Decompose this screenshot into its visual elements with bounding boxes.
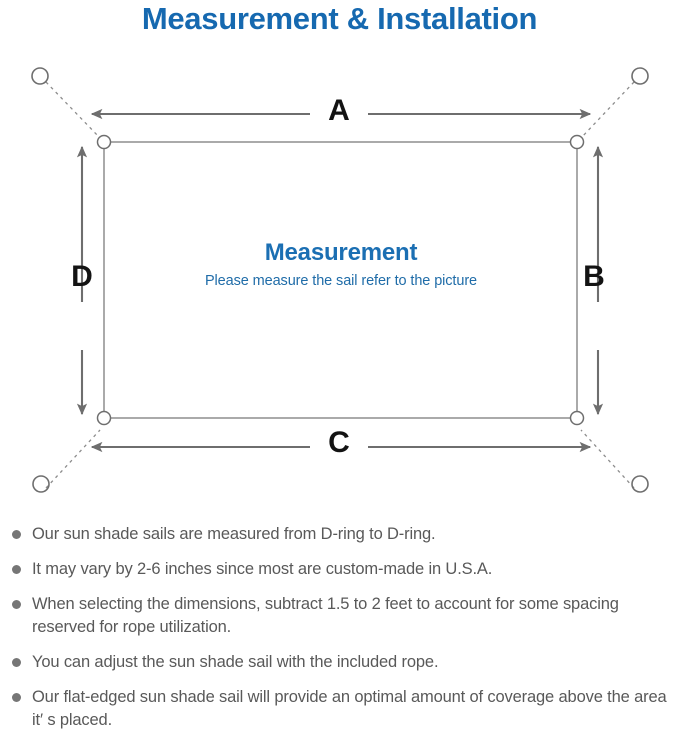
list-item: You can adjust the sun shade sail with t… <box>0 651 679 674</box>
note-text: Our sun shade sails are measured from D-… <box>32 525 436 543</box>
rope-bottom-left <box>45 429 101 489</box>
anchor-ring-top-left <box>31 67 49 85</box>
dimension-label-c: C <box>328 426 350 459</box>
dimension-label-b: B <box>583 260 605 293</box>
list-item: Our flat-edged sun shade sail will provi… <box>0 686 679 732</box>
list-item: Our sun shade sails are measured from D-… <box>0 523 679 546</box>
page-title: Measurement & Installation <box>141 1 538 36</box>
dimension-label-a: A <box>328 94 350 127</box>
note-text: Our flat-edged sun shade sail will provi… <box>32 688 667 729</box>
rope-top-right <box>580 81 635 139</box>
rope-top-left <box>45 81 101 139</box>
sail-outline <box>103 141 578 419</box>
note-text: You can adjust the sun shade sail with t… <box>32 653 439 671</box>
d-ring-top-right <box>569 134 585 150</box>
anchor-ring-bottom-right <box>631 475 649 493</box>
sail-d-rings <box>96 134 585 426</box>
d-ring-top-left <box>96 134 112 150</box>
d-ring-bottom-right <box>569 410 585 426</box>
dimension-label-d: D <box>71 260 93 293</box>
dimension-arrows <box>76 108 604 453</box>
rope-bottom-right <box>580 429 635 489</box>
note-text: When selecting the dimensions, subtract … <box>32 595 619 636</box>
bullet-icon <box>12 530 21 539</box>
note-text: It may vary by 2-6 inches since most are… <box>32 560 493 578</box>
bullet-icon <box>12 600 21 609</box>
rope-lines <box>45 81 635 489</box>
list-item: When selecting the dimensions, subtract … <box>0 593 679 639</box>
notes-list: Our sun shade sails are measured from D-… <box>0 523 679 744</box>
d-ring-bottom-left <box>96 410 112 426</box>
anchor-rings <box>31 67 649 493</box>
list-item: It may vary by 2-6 inches since most are… <box>0 558 679 581</box>
anchor-ring-top-right <box>631 67 649 85</box>
bullet-icon <box>12 565 21 574</box>
measurement-diagram <box>31 67 649 493</box>
anchor-ring-bottom-left <box>32 475 50 493</box>
bullet-icon <box>12 658 21 667</box>
bullet-icon <box>12 693 21 702</box>
